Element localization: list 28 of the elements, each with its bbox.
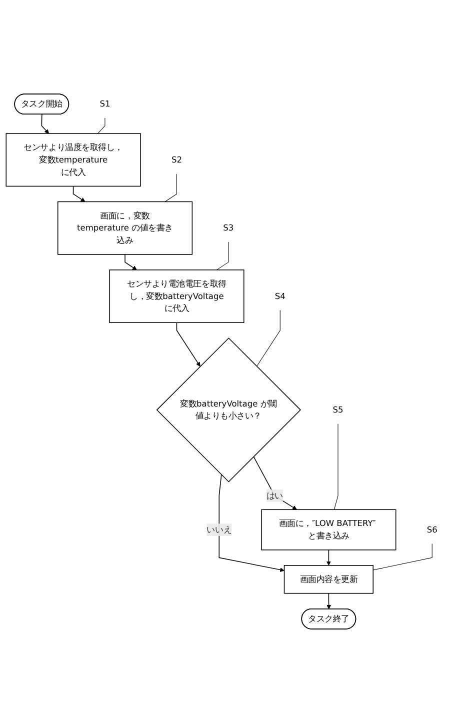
node-box: 画面に，変数temperature の値を書き込み	[57, 202, 193, 256]
arrow	[326, 550, 331, 566]
node-box: 画面に，″LOW BATTERY″ と書き込み	[261, 510, 396, 551]
arrow	[72, 186, 86, 202]
node-box: センサより電池電圧を取得し，変数batteryVoltage に代入	[109, 270, 244, 324]
node-box: 画面内容を更新	[284, 565, 374, 594]
node-text: S6	[426, 525, 438, 535]
connector	[256, 310, 280, 368]
node-text: S4	[274, 292, 286, 302]
connector	[98, 118, 106, 134]
connector	[164, 174, 177, 202]
arrow	[326, 593, 332, 610]
node-text: S3	[223, 223, 234, 234]
node-box: センサより温度を取得し，変数temperature に代入	[6, 134, 141, 188]
arrow	[124, 254, 137, 271]
connector	[372, 544, 432, 571]
connector	[216, 242, 229, 271]
edge-label: いいえ	[206, 525, 232, 535]
node-text: S1	[100, 99, 110, 110]
arrow	[41, 114, 50, 134]
connector	[334, 424, 338, 510]
node-diamond: 変数batteryVoltage が閾値よりも小さい？	[156, 338, 302, 483]
node-text: S2	[171, 155, 182, 165]
arrow	[176, 322, 200, 368]
node-text: S5	[332, 405, 344, 416]
arrow	[253, 456, 297, 510]
arrow	[218, 474, 284, 572]
edge-label: はい	[266, 490, 283, 501]
